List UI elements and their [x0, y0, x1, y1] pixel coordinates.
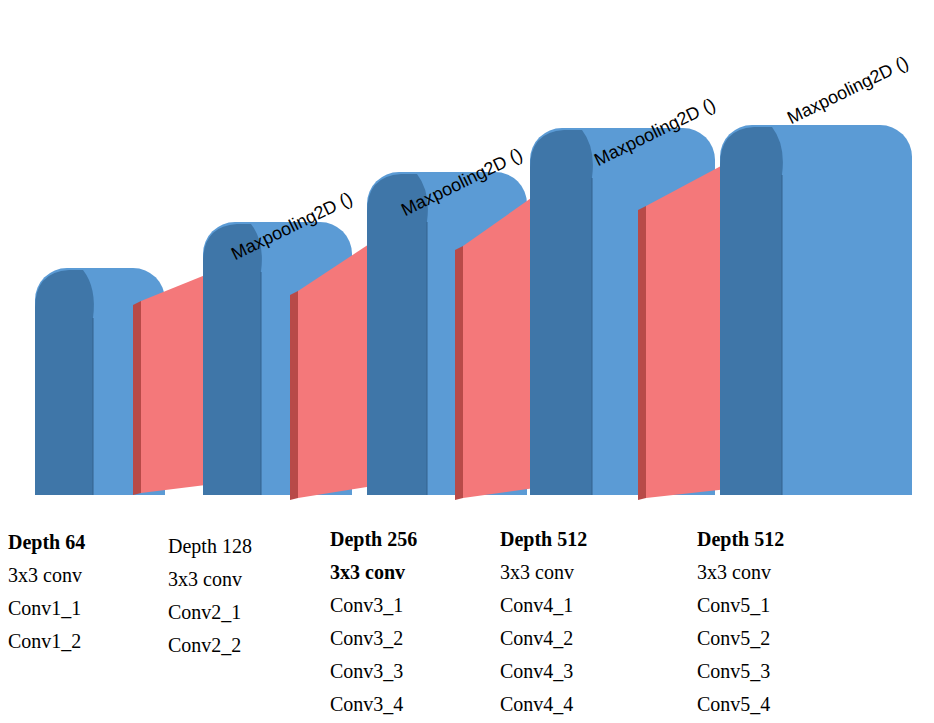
layer-name: 3x3 conv — [330, 556, 417, 589]
layer-name: Conv3_1 — [330, 589, 417, 622]
pool-slab — [638, 128, 792, 500]
layer-name: Conv4_1 — [500, 589, 587, 622]
layer-name: Conv3_3 — [330, 655, 417, 688]
depth-label: Depth 512 — [697, 523, 784, 556]
layer-name: Conv5_4 — [697, 688, 784, 721]
layer-group: Depth 2563x3 convConv3_1Conv3_2Conv3_3Co… — [330, 523, 417, 721]
layer-name: Conv1_1 — [8, 592, 85, 625]
layer-name: 3x3 conv — [168, 563, 252, 596]
block-front — [203, 224, 262, 495]
block-edge — [261, 272, 262, 495]
slab-face — [646, 128, 792, 498]
block-edge — [592, 178, 593, 495]
depth-label: Depth 64 — [8, 526, 85, 559]
slab-edge — [133, 301, 141, 495]
layer-name: Conv4_2 — [500, 622, 587, 655]
layer-name: 3x3 conv — [500, 556, 587, 589]
layer-name: Conv5_2 — [697, 622, 784, 655]
slab-edge — [455, 246, 463, 500]
layer-name: Conv5_3 — [697, 655, 784, 688]
block-front — [35, 270, 94, 495]
layer-name: Conv3_4 — [330, 688, 417, 721]
block-front — [720, 127, 783, 495]
layer-group: Depth 5123x3 convConv5_1Conv5_2Conv5_3Co… — [697, 523, 784, 721]
pool-label: Maxpooling2D () — [784, 52, 912, 129]
block-edge — [427, 222, 428, 495]
block-face — [720, 125, 912, 495]
layer-name: 3x3 conv — [8, 559, 85, 592]
layer-name: Conv5_1 — [697, 589, 784, 622]
layer-name: Conv1_2 — [8, 625, 85, 658]
depth-label: Depth 128 — [168, 530, 252, 563]
layer-group: Depth 1283x3 convConv2_1Conv2_2 — [168, 530, 252, 662]
layer-name: Conv2_1 — [168, 596, 252, 629]
depth-label: Depth 256 — [330, 523, 417, 556]
block-edge — [93, 318, 94, 495]
layer-name: 3x3 conv — [697, 556, 784, 589]
depth-label: Depth 512 — [500, 523, 587, 556]
slab-edge — [290, 291, 298, 500]
layer-name: Conv2_2 — [168, 629, 252, 662]
block-edge — [782, 175, 783, 495]
layer-name: Conv4_4 — [500, 688, 587, 721]
block-front — [530, 130, 593, 495]
block-front — [367, 174, 428, 495]
conv-block — [720, 125, 912, 495]
layer-name: Conv4_3 — [500, 655, 587, 688]
layer-group: Depth 643x3 convConv1_1Conv1_2 — [8, 526, 85, 658]
layer-name: Conv3_2 — [330, 622, 417, 655]
layer-group: Depth 5123x3 convConv4_1Conv4_2Conv4_3Co… — [500, 523, 587, 721]
slab-edge — [638, 206, 646, 500]
